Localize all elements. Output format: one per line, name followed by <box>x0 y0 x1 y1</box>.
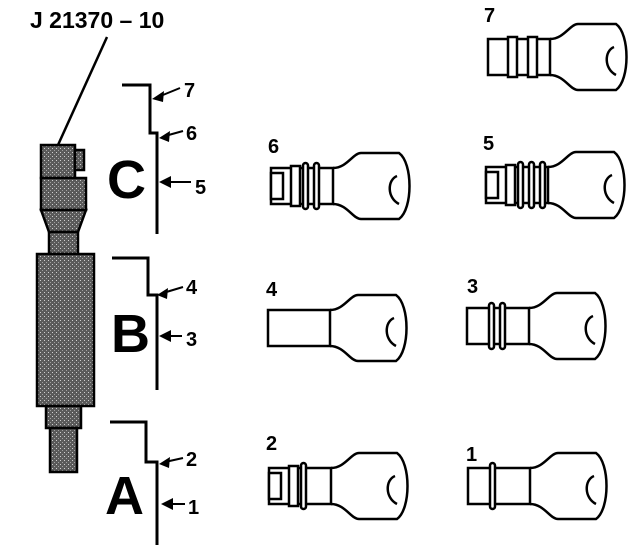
tool-cap-notch <box>73 148 86 172</box>
valve-view-label: 2 <box>266 433 277 455</box>
valve-face-curve <box>585 474 597 506</box>
valve-keeper-ring <box>498 301 507 351</box>
valve-stem-tip <box>484 170 500 200</box>
step-b: B 4 3 <box>111 256 198 390</box>
valve-stem <box>465 306 531 346</box>
callout-2-arrow <box>159 457 170 468</box>
step-c-letter: C <box>107 150 146 210</box>
valve-views: 7 6 5 4 3 2 1 <box>266 5 628 521</box>
valve-head <box>529 451 608 521</box>
step-b-profile <box>112 256 159 390</box>
valve-keeper-ring <box>299 461 308 511</box>
valve-view-3: 3 <box>465 276 607 361</box>
step-a: A 2 1 <box>105 420 199 545</box>
valve-collar <box>506 35 519 79</box>
callout-1-arrow <box>161 498 173 510</box>
valve-face-curve <box>584 314 596 346</box>
valve-view-2: 2 <box>266 433 409 521</box>
callout-5-label: 5 <box>195 177 206 199</box>
callout-3-arrow <box>159 330 171 342</box>
valve-view-6: 6 <box>268 136 411 221</box>
tool-part-number: J 21370 – 10 <box>30 7 164 33</box>
valve-keeper-ring <box>487 301 496 351</box>
valve-head <box>329 293 408 363</box>
valve-face-curve <box>605 45 617 77</box>
step-a-profile <box>110 420 159 545</box>
valve-collar <box>526 35 539 79</box>
valve-stem-tip <box>269 171 285 201</box>
valve-view-1: 1 <box>466 444 608 521</box>
tool-neck <box>47 230 80 256</box>
valve-view-label: 4 <box>266 279 278 301</box>
callout-6-arrow <box>159 131 170 142</box>
callout-7-label: 7 <box>184 80 195 102</box>
valve-view-label: 1 <box>466 444 477 466</box>
valve-stem-tip <box>267 471 283 501</box>
callout-7-arrow <box>152 91 164 102</box>
valve-view-5: 5 <box>483 133 626 220</box>
tool-handle <box>35 252 96 408</box>
step-a-letter: A <box>105 466 144 526</box>
valve-view-label: 3 <box>467 276 478 298</box>
tool-taper <box>39 208 88 234</box>
tool-cap <box>39 143 77 180</box>
valve-head <box>547 150 626 220</box>
callout-2-label: 2 <box>186 449 197 471</box>
tool-illustration: J 21370 – 10 <box>30 7 164 474</box>
step-b-letter: B <box>111 304 150 364</box>
callout-6-label: 6 <box>186 123 197 145</box>
valve-view-label: 5 <box>483 133 494 155</box>
valve-keeper-ring <box>538 160 547 210</box>
valve-view-label: 7 <box>484 5 495 27</box>
valve-head <box>528 291 607 361</box>
valve-view-4: 4 <box>266 279 408 363</box>
valve-head <box>330 451 409 521</box>
callout-3-label: 3 <box>186 329 197 351</box>
step-c: C 7 6 5 <box>107 80 206 234</box>
callout-4-arrow <box>157 288 168 299</box>
callout-1-label: 1 <box>188 497 199 519</box>
valve-keeper-ring <box>301 161 310 211</box>
step-c-profile <box>122 83 159 234</box>
valve-collar <box>287 464 300 508</box>
valve-view-7: 7 <box>484 5 628 92</box>
tool-pin <box>48 426 79 474</box>
valve-keeper-ring <box>488 461 497 511</box>
valve-collar <box>504 163 517 207</box>
valve-stem <box>466 466 532 506</box>
valve-face-curve <box>388 174 400 206</box>
valve-keeper-ring <box>527 160 536 210</box>
tool-leader-line <box>56 36 109 146</box>
valve-face-curve <box>386 474 398 506</box>
valve-keeper-ring <box>516 160 525 210</box>
valve-stem <box>266 308 332 348</box>
valve-view-label: 6 <box>268 136 279 158</box>
tool-shoulder <box>44 404 83 430</box>
valve-head <box>332 151 411 221</box>
valve-head <box>549 22 628 92</box>
callout-5-arrow <box>159 176 171 188</box>
valve-face-curve <box>603 173 615 205</box>
valve-face-curve <box>385 316 397 348</box>
valve-stem <box>486 37 552 77</box>
valve-collar <box>289 164 302 208</box>
tool-collar <box>39 176 88 212</box>
callout-4-label: 4 <box>186 277 198 299</box>
valve-keeper-ring <box>312 161 321 211</box>
